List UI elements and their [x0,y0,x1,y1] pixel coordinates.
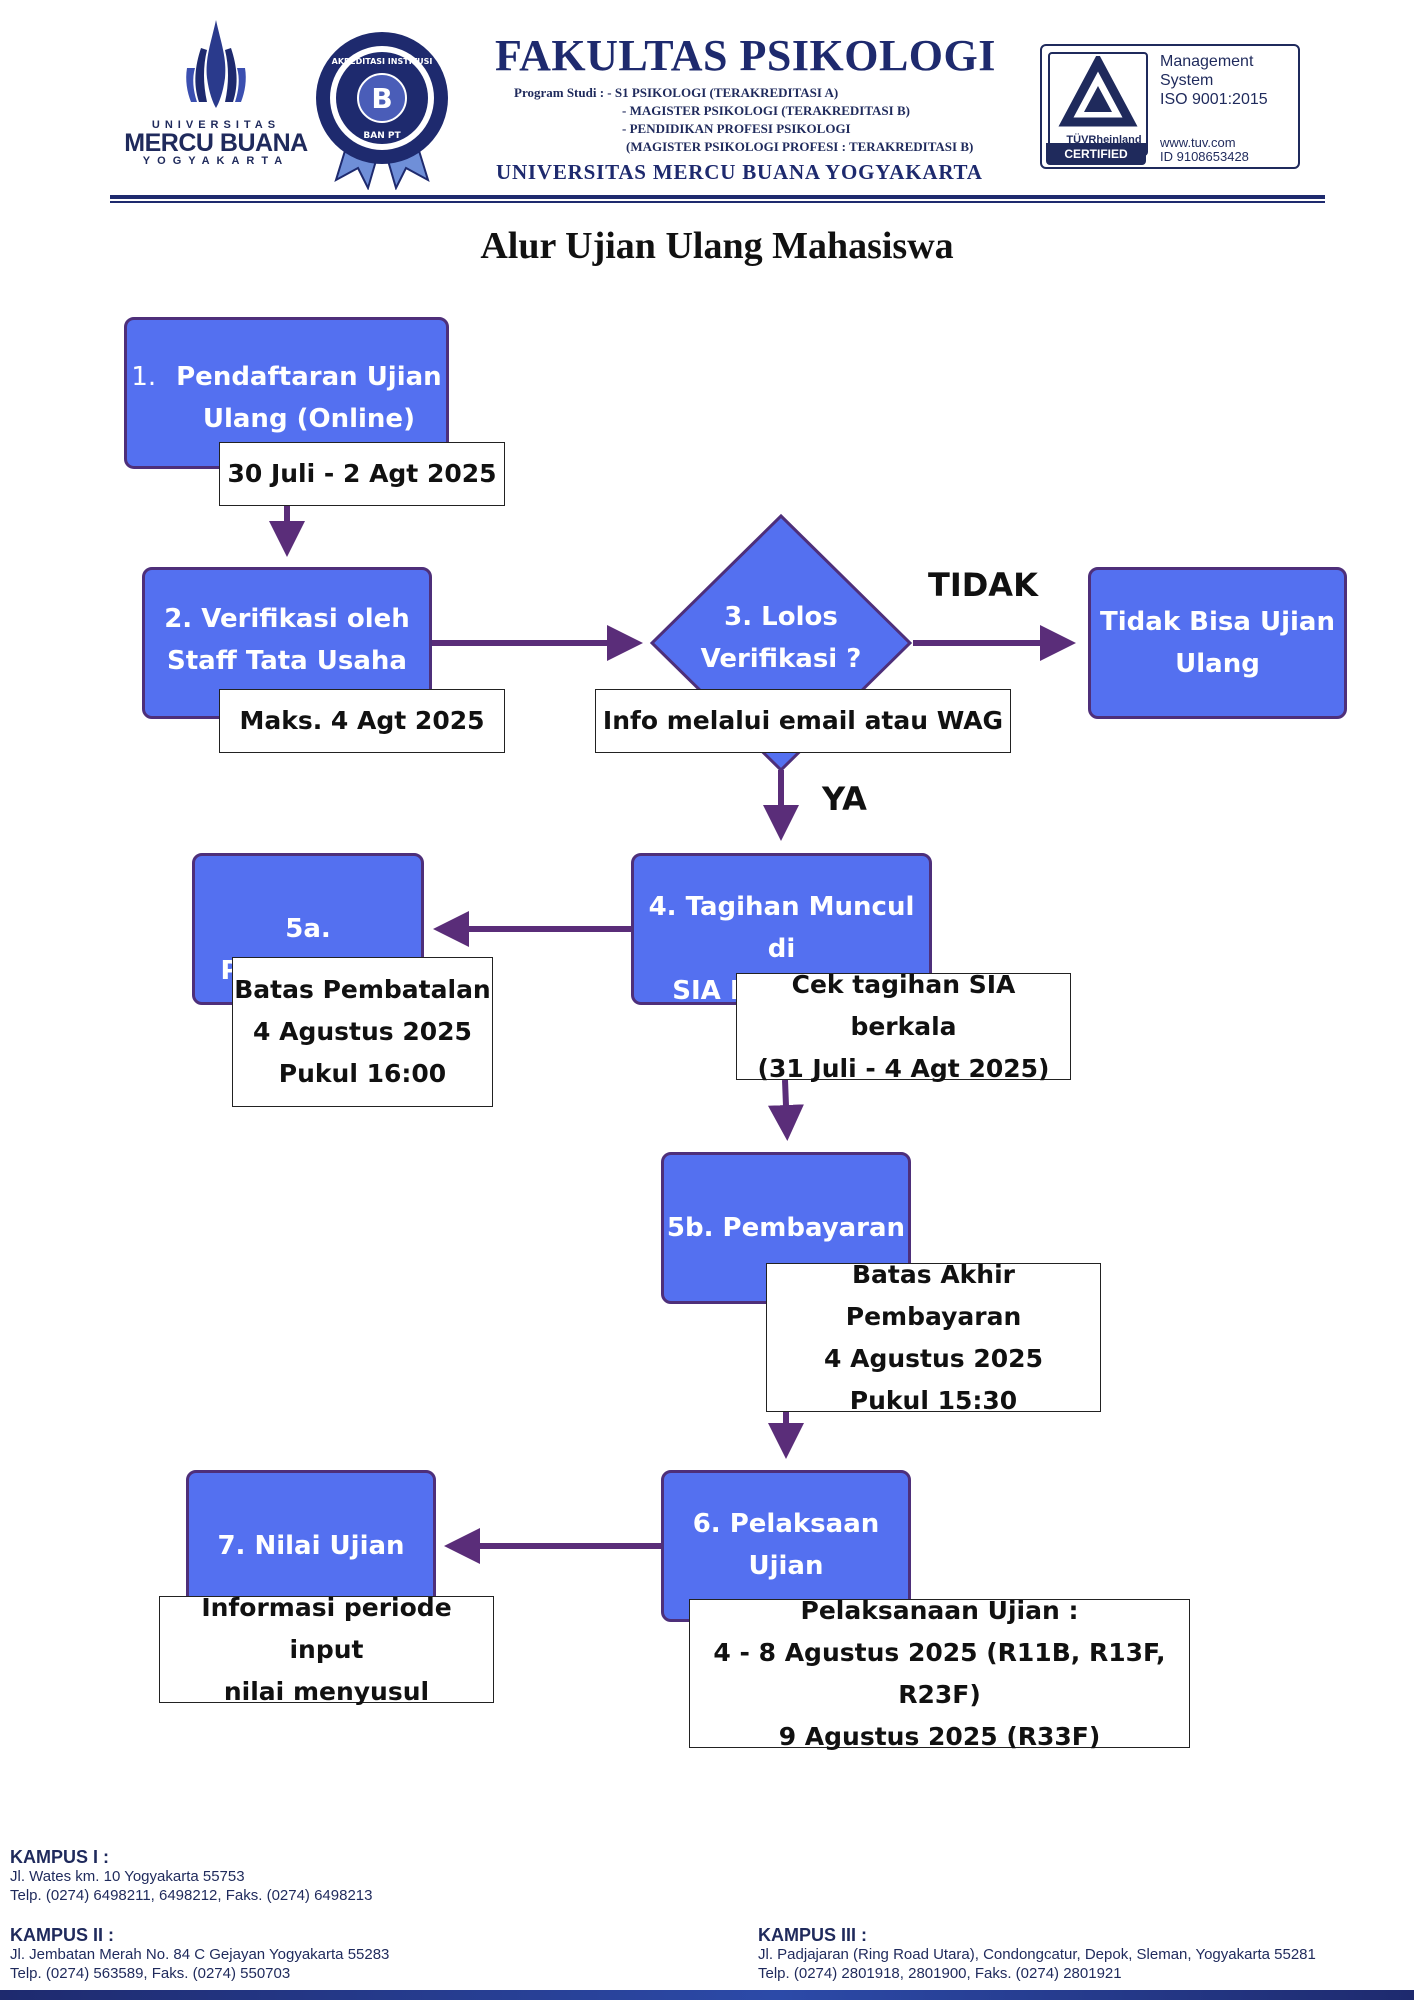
campus-3-address: Jl. Padjajaran (Ring Road Utara), Condon… [758,1946,1316,1963]
seal-top-text: AKREDITASI INSTITUSI [332,57,433,66]
ms-line: System [1160,72,1214,89]
cert-web-id: www.tuv.com ID 9108653428 [1160,136,1249,164]
cert-id: ID 9108653428 [1160,149,1249,164]
umby-logo-line3: YOGYAKARTA [142,155,290,167]
ms-line: Management [1160,53,1254,70]
campus-3-phone: Telp. (0274) 2801918, 2801900, Faks. (02… [758,1965,1122,1982]
umby-logo: UNIVERSITAS MERCU BUANA YOGYAKARTA [118,18,314,167]
program-item: - PENDIDIKAN PROFESI PSIKOLOGI [622,121,851,136]
page-title: Alur Ujian Ulang Mahasiswa [480,225,954,267]
program-label: Program Studi : [514,85,605,100]
step-1-label: Pendaftaran Ujian Ulang (Online) [176,362,442,434]
step-5b-deadline-note: Batas Akhir Pembayaran 4 Agustus 2025 Pu… [766,1260,1101,1415]
seal-letter: B [371,82,392,115]
campus-2-phone: Telp. (0274) 563589, Faks. (0274) 550703 [10,1965,291,1982]
campus-3-title: KAMPUS III : [758,1925,868,1945]
arrow-4-to-5b [767,1079,804,1141]
campus-2-address: Jl. Jembatan Merah No. 84 C Gejayan Yogy… [10,1946,390,1963]
tuv-logo: TÜVRheinland [1048,52,1148,156]
step-1-date-note: 30 Juli - 2 Agt 2025 [219,442,505,506]
program-list: Program Studi : - S1 PSIKOLOGI (TERAKRED… [514,84,973,156]
step-2-label: 2. Verifikasi oleh Staff Tata Usaha [164,604,410,676]
faculty-title: FAKULTAS PSIKOLOGI [495,31,996,80]
umby-logo-line2: MERCU BUANA [124,129,308,157]
accreditation-seal: B AKREDITASI INSTITUSI BAN PT [312,28,452,191]
program-item: (MAGISTER PSIKOLOGI PROFESI : TERAKREDIT… [626,139,974,154]
cert-web: www.tuv.com [1160,135,1236,150]
not-eligible-label: Tidak Bisa Ujian Ulang [1100,607,1335,679]
step-7-label: 7. Nilai Ujian [217,1531,405,1561]
campus-2-title: KAMPUS II : [10,1925,115,1945]
step-3-decision-label: 3. Lolos Verifikasi ? [700,602,862,674]
footer-campus-3: KAMPUS III : Jl. Padjajaran (Ring Road U… [758,1926,1316,1983]
step-6-schedule-note: Pelaksanaan Ujian : 4 - 8 Agustus 2025 (… [689,1596,1190,1751]
umby-logo-line1: UNIVERSITAS [151,119,281,131]
header-divider-thin [110,201,1325,203]
seal-bottom-text: BAN PT [363,131,401,141]
iso-certification-badge: TÜVRheinland CERTIFIED Management System… [1040,44,1300,169]
program-item: - S1 PSIKOLOGI (TERAKREDITASI A) [607,85,839,100]
program-item: - MAGISTER PSIKOLOGI (TERAKREDITASI B) [622,103,910,118]
step-1-number: 1. [131,362,157,392]
campus-1-title: KAMPUS I : [10,1847,109,1867]
ya-label: YA [822,780,867,818]
certified-label: CERTIFIED [1046,143,1146,165]
tuv-triangle-icon [1058,56,1138,127]
step-3-info-note: Info melalui email atau WAG [595,689,1011,753]
footer-bar [0,1990,1414,2000]
step-2-deadline-note: Maks. 4 Agt 2025 [219,689,505,753]
step-5b-label: 5b. Pembayaran [666,1213,906,1243]
campus-1-address: Jl. Wates km. 10 Yogyakarta 55753 [10,1868,245,1885]
step-5a-deadline-note: Batas Pembatalan 4 Agustus 2025 Pukul 16… [232,957,493,1107]
footer-campus-1: KAMPUS I : Jl. Wates km. 10 Yogyakarta 5… [10,1848,373,1905]
footer-campus-2: KAMPUS II : Jl. Jembatan Merah No. 84 C … [10,1926,389,1983]
step-7-info-note: Informasi periode input nilai menyusul [159,1593,494,1706]
step-6-label: 6. Pelaksaan Ujian [692,1509,880,1581]
umby-flame-icon [186,20,246,108]
step-6-exam: 6. Pelaksaan Ujian [661,1470,911,1622]
management-system: Management System ISO 9001:2015 [1160,52,1268,109]
university-name: UNIVERSITAS MERCU BUANA YOGYAKARTA [496,160,983,184]
campus-1-phone: Telp. (0274) 6498211, 6498212, Faks. (02… [10,1887,373,1904]
not-eligible-result: Tidak Bisa Ujian Ulang [1088,567,1347,719]
tidak-label: TIDAK [928,566,1038,604]
ms-line: ISO 9001:2015 [1160,91,1268,108]
header-divider [110,195,1325,199]
step-4-check-note: Cek tagihan SIA berkala (31 Juli - 4 Agt… [736,970,1071,1083]
